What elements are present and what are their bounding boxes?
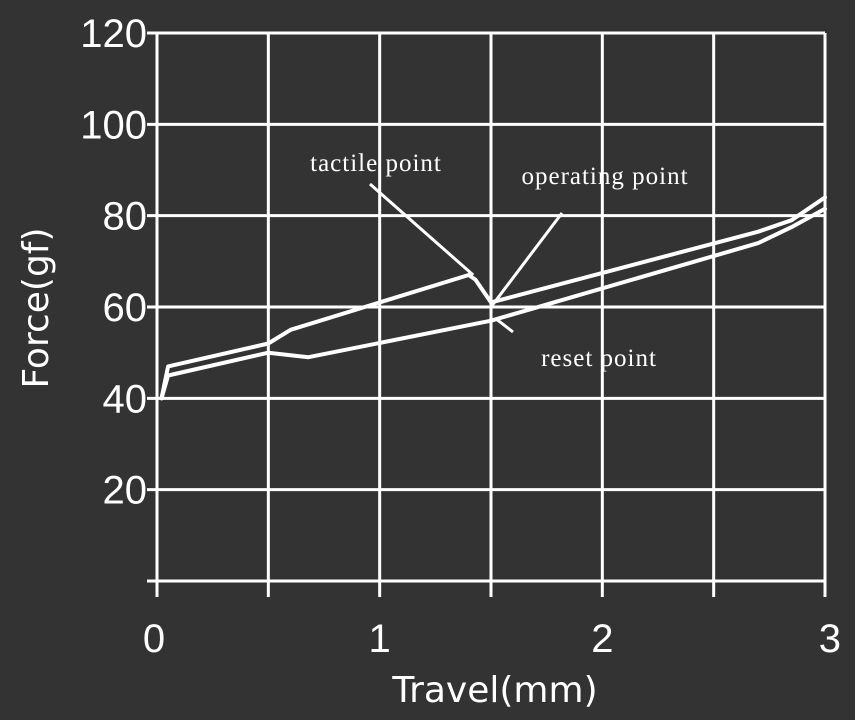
x-tick-label-2: 1 (369, 617, 391, 661)
series-line-0 (159, 195, 827, 401)
grid-lines (147, 31, 827, 597)
annotations: tactile point operating point reset point (310, 150, 688, 372)
reset-point-label: reset point (541, 345, 657, 372)
series-line-1 (159, 206, 827, 401)
series-lines (159, 195, 827, 401)
tactile-point-label: tactile point (310, 150, 442, 177)
y-axis-title: Force(gf) (16, 227, 57, 388)
y-tick-label-6: 120 (80, 12, 147, 56)
tactile-point-leader-line (369, 182, 475, 277)
y-tick-label-2: 40 (103, 377, 148, 421)
x-tick-label-6: 3 (819, 617, 841, 661)
y-tick-label-4: 80 (103, 195, 148, 239)
x-tick-label-0: 0 (143, 617, 165, 661)
y-tick-label-1: 20 (103, 469, 148, 513)
operating-point-label: operating point (521, 163, 688, 190)
y-tick-label-5: 100 (80, 103, 147, 147)
y-tick-label-3: 60 (103, 286, 148, 330)
x-axis-title: Travel(mm) (391, 670, 597, 711)
reset-point-leader-line (494, 317, 514, 334)
tick-labels: 20 40 60 80 100 120 0 1 2 3 (80, 12, 841, 661)
operating-point-leader-line (489, 212, 564, 308)
x-tick-label-4: 2 (591, 617, 613, 661)
